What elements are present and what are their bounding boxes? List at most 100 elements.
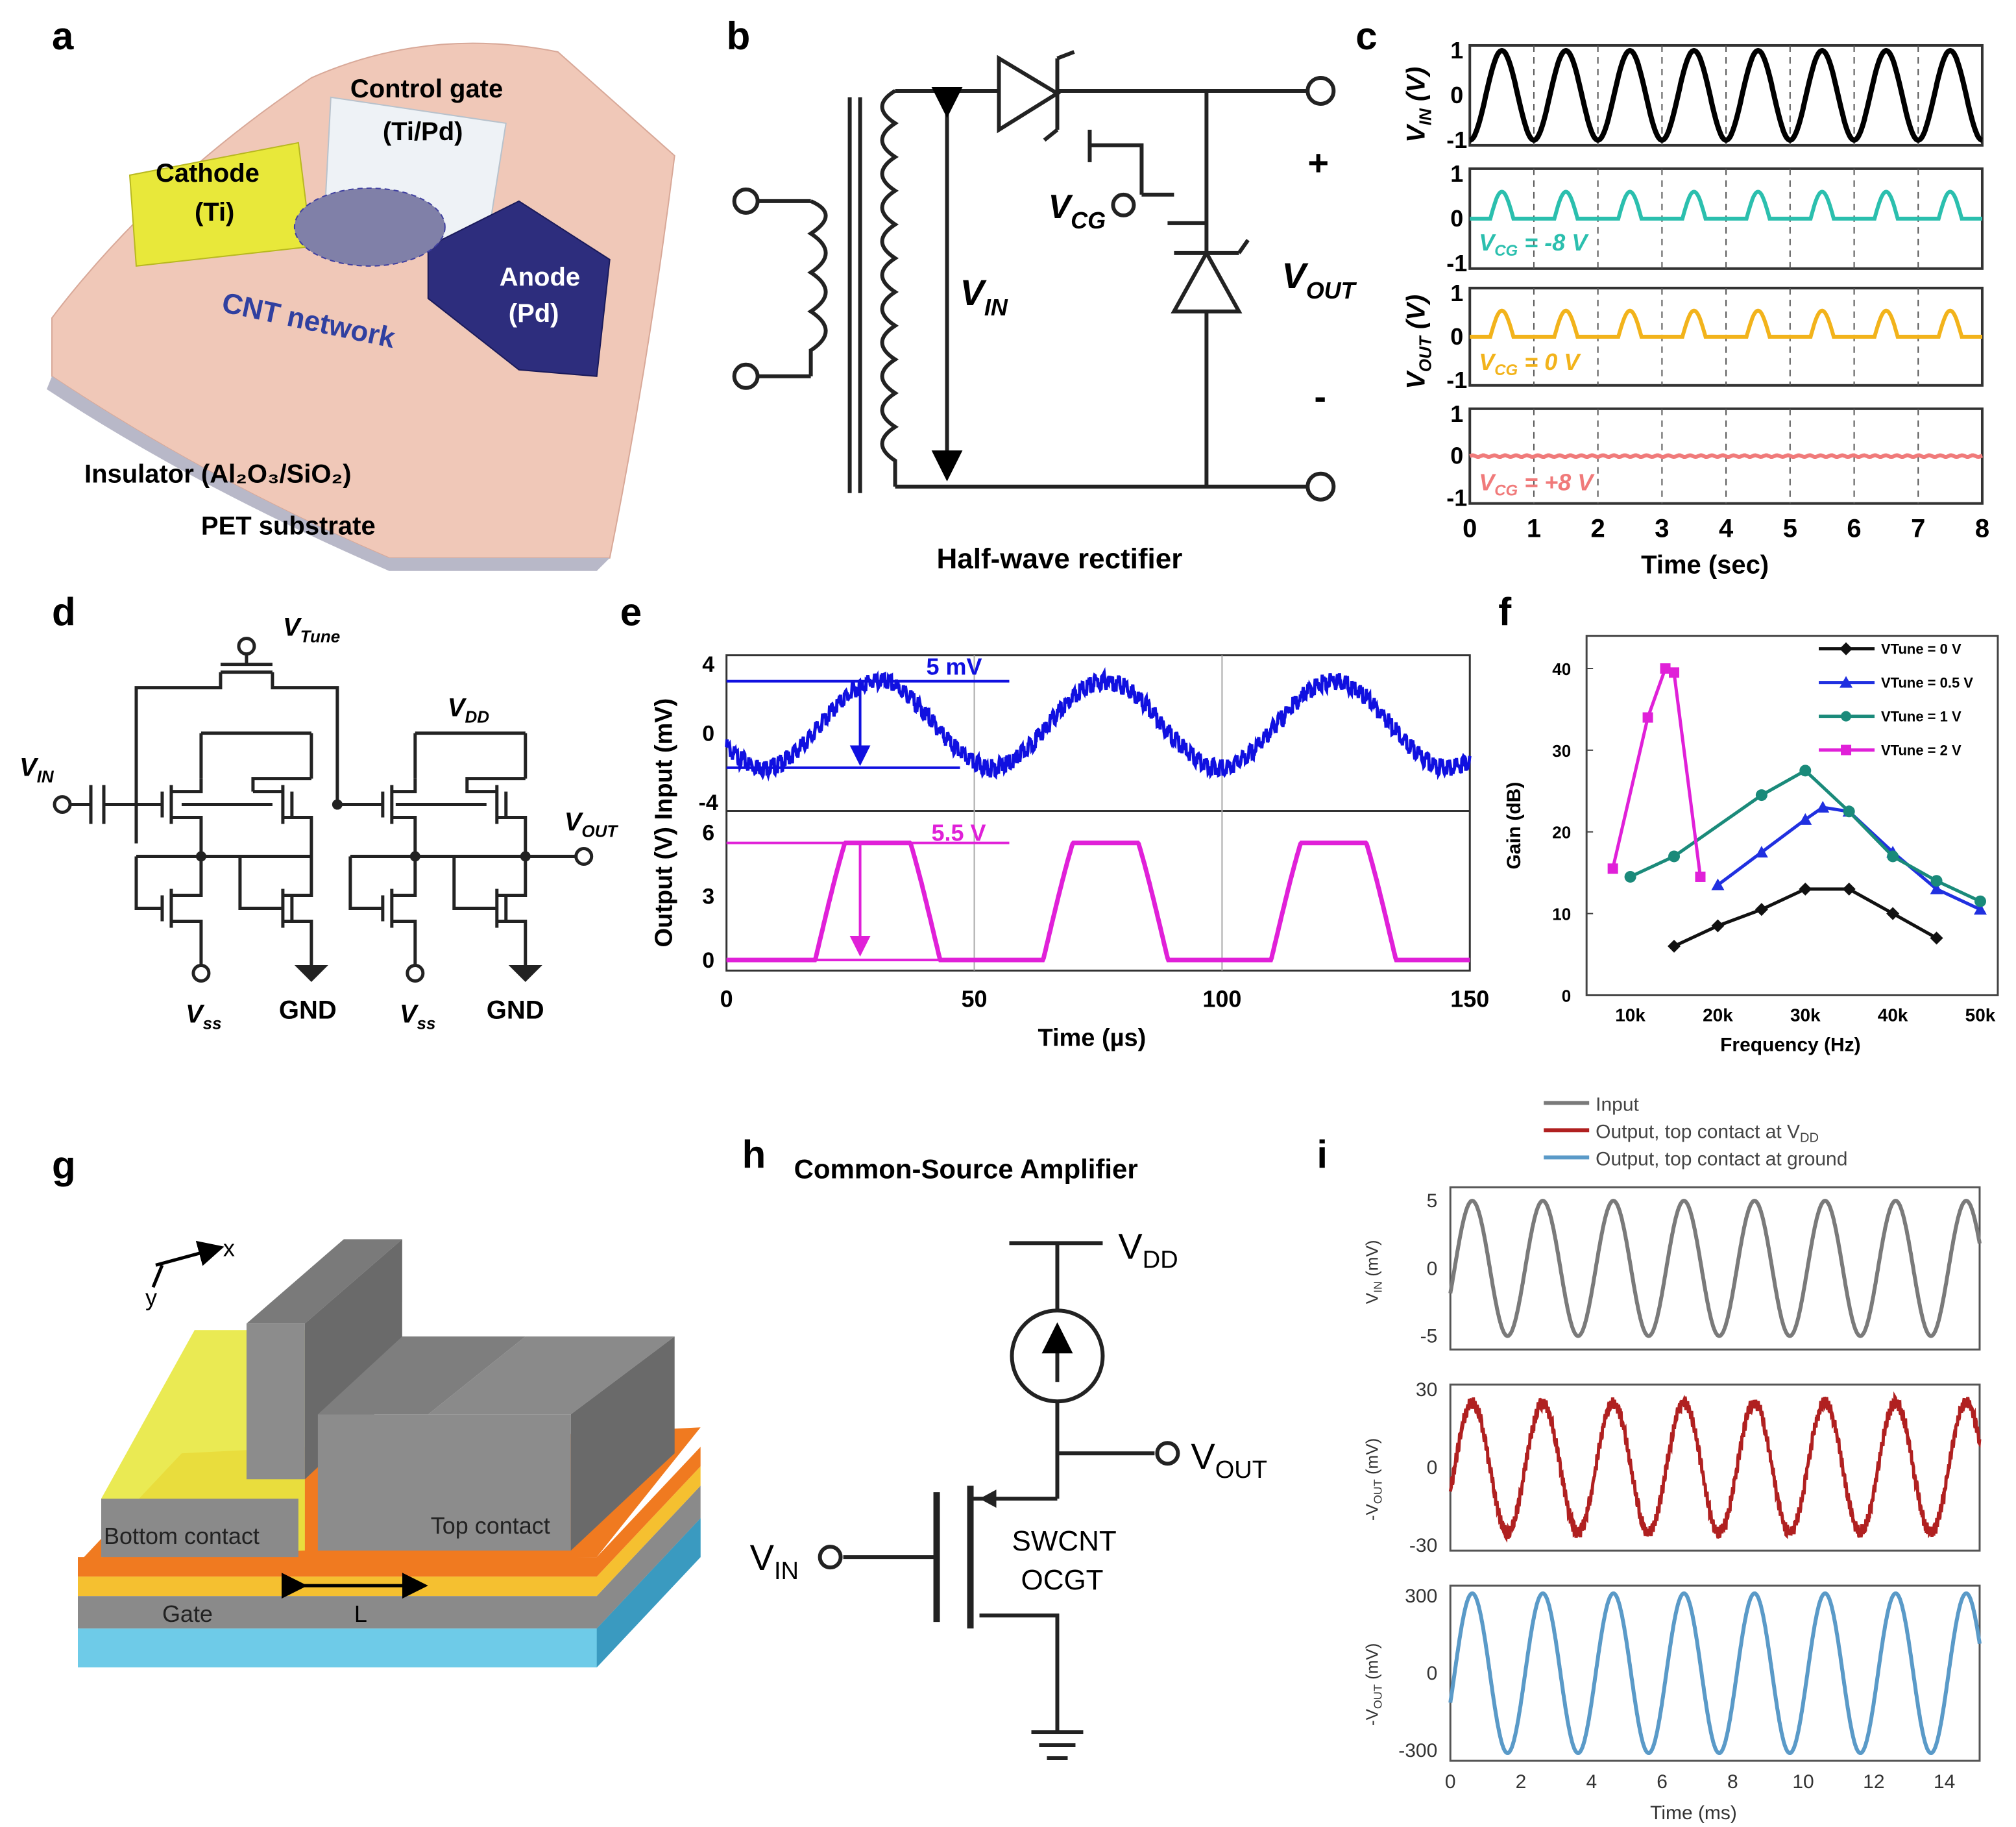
secondary-coil xyxy=(880,89,899,487)
f-point xyxy=(1660,663,1671,674)
c-series-line xyxy=(1470,190,1982,221)
layer-yellow xyxy=(78,1466,701,1597)
c-ytick-label: 0 xyxy=(1450,443,1463,469)
i-legend: Input Output, top contact at VDD Output,… xyxy=(1544,1094,1847,1170)
panel-letter: c xyxy=(1355,14,1377,58)
e-axes-frame xyxy=(725,654,1471,972)
primary-coil xyxy=(807,199,828,376)
label-gnd-1: GND xyxy=(279,996,337,1024)
label-pet: PET substrate xyxy=(201,512,376,541)
vcg-terminal xyxy=(1111,192,1136,217)
f-point xyxy=(1930,875,1943,887)
cs-amplifier-circuit xyxy=(818,1241,1180,1761)
i-ytick-label: 300 xyxy=(1405,1586,1437,1607)
axis-y-label: y xyxy=(145,1284,157,1310)
f-point xyxy=(1816,800,1830,813)
i-axes-frame xyxy=(1449,1584,1981,1762)
f-point xyxy=(1711,878,1725,890)
f-point xyxy=(1799,813,1812,825)
e-annot-output: 5.5 V xyxy=(932,820,986,846)
panel-d: d xyxy=(19,591,618,1033)
caption-half-wave-rectifier: Half-wave rectifier xyxy=(937,543,1183,575)
f-point xyxy=(1668,850,1681,863)
label-top-contact: Top contact xyxy=(431,1512,550,1539)
f-legend-label: VTune = 0 V xyxy=(1881,641,1961,657)
f-xtick-label: 30k xyxy=(1790,1005,1821,1025)
c-ylabel-vin: VIN (V) xyxy=(1402,67,1435,143)
e-ytick-label: -4 xyxy=(699,791,718,815)
substrate-edge xyxy=(47,376,610,571)
f-legend-marker xyxy=(1840,676,1853,688)
i-ytick-label: -5 xyxy=(1420,1325,1438,1347)
i-axes-frame xyxy=(1449,1186,1981,1351)
label-cathode: Cathode xyxy=(156,159,260,188)
i-xtick-label: 0 xyxy=(1445,1771,1456,1793)
panel-letter: e xyxy=(620,591,642,634)
f-point xyxy=(1711,919,1725,933)
legend-input: Input xyxy=(1596,1094,1639,1115)
c-series-line xyxy=(1469,453,1984,459)
f-legend-label: VTune = 2 V xyxy=(1881,742,1961,759)
label-length: L xyxy=(354,1600,367,1627)
label-vout: VOUT xyxy=(565,808,619,841)
f-ytick-label: 30 xyxy=(1552,741,1571,761)
f-point xyxy=(1930,931,1943,945)
label-vcg: VCG xyxy=(1048,188,1106,234)
c-annot-pos8: VCG = +8 V xyxy=(1479,469,1595,500)
f-series-line xyxy=(1717,805,1982,911)
h-title: Common-Source Amplifier xyxy=(794,1153,1138,1184)
f-point xyxy=(1642,712,1653,723)
transformer-core xyxy=(847,97,862,493)
c-ytick-label: -1 xyxy=(1446,127,1467,153)
amplifier-circuit xyxy=(53,637,594,983)
i-ytick-label: 30 xyxy=(1416,1379,1437,1401)
panel-letter: h xyxy=(742,1133,766,1176)
diode-top xyxy=(997,55,1062,134)
i-ytick-label: 0 xyxy=(1427,1663,1438,1684)
panel-letter: f xyxy=(1498,591,1512,634)
f-series-line xyxy=(1629,768,1982,903)
f-xtick-label: 50k xyxy=(1965,1005,1996,1025)
input-terminal-top xyxy=(732,187,760,215)
i-ytick-label: -300 xyxy=(1398,1740,1437,1761)
i-xtick-label: 12 xyxy=(1863,1771,1884,1793)
e-xlabel: Time (µs) xyxy=(1038,1024,1146,1051)
diode-bottom xyxy=(1171,249,1243,313)
e-ytick-label: 4 xyxy=(702,652,714,677)
i-xtick-label: 4 xyxy=(1586,1771,1597,1793)
i-series-line xyxy=(1448,1199,1982,1338)
f-point xyxy=(1755,846,1768,858)
c-ytick-label: -1 xyxy=(1446,485,1467,511)
f-point xyxy=(1669,667,1680,678)
cnt-network xyxy=(293,187,446,267)
label-vdd: VDD xyxy=(448,694,489,727)
f-point xyxy=(1973,903,1987,915)
f-point xyxy=(1624,870,1636,883)
input-terminal-bottom xyxy=(732,362,760,390)
axis-x-arrow xyxy=(155,1240,225,1267)
i-xtick-label: 10 xyxy=(1792,1771,1814,1793)
e-annot-input: 5 mV xyxy=(927,654,982,680)
e-ytick-label: 0 xyxy=(702,948,714,973)
label-control-gate-mat: (Ti/Pd) xyxy=(383,117,463,146)
i-ytick-label: 5 xyxy=(1427,1190,1438,1212)
i-xtick-label: 2 xyxy=(1516,1771,1527,1793)
c-ytick-label: 1 xyxy=(1450,160,1463,187)
h-label-device: SWCNT xyxy=(1012,1525,1116,1557)
f-legend-marker xyxy=(1841,744,1852,755)
f-legend-marker xyxy=(1840,642,1853,656)
e-series-line xyxy=(725,667,1472,782)
c-xtick-label: 8 xyxy=(1975,515,1989,543)
label-vss-1: Vss xyxy=(186,999,222,1033)
c-annot-neg8: VCG = -8 V xyxy=(1479,229,1589,260)
f-point xyxy=(1755,789,1767,802)
e-xtick-label: 100 xyxy=(1202,985,1241,1012)
e-xtick-label: 0 xyxy=(720,985,733,1012)
c-ytick-label: -1 xyxy=(1446,367,1467,393)
anode xyxy=(427,200,611,377)
f-point xyxy=(1974,895,1986,907)
